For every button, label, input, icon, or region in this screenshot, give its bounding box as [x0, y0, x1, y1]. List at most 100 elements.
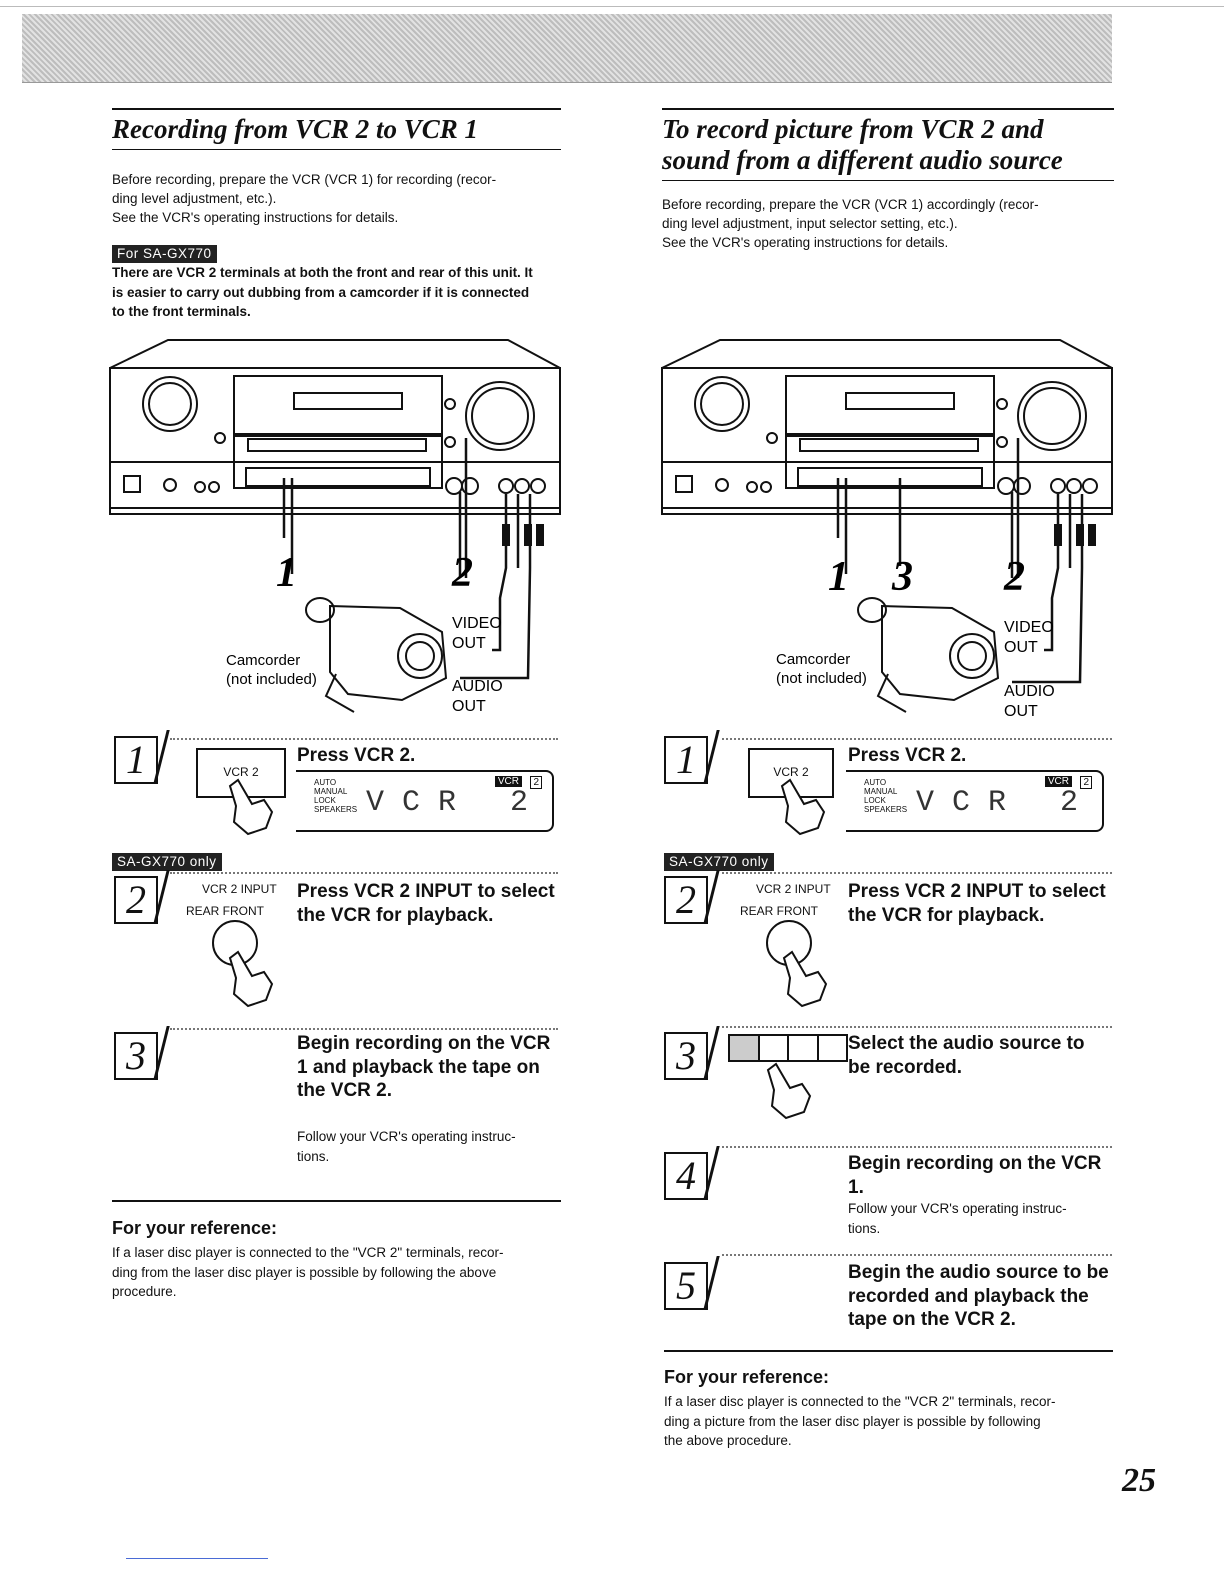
left-step-3-divider [170, 1028, 558, 1030]
left-title: Recording from VCR 2 to VCR 1 [112, 108, 561, 150]
right-label-3: 3 [891, 554, 913, 600]
right-step-4-number: 4 [664, 1152, 708, 1200]
right-column: To record picture from VCR 2 and sound f… [662, 108, 1114, 252]
left-rear-front-label: REAR FRONT [186, 904, 264, 918]
right-step-4-note: Follow your VCR's operating instruc- tio… [848, 1199, 1067, 1238]
right-step-1-text: Press VCR 2. [848, 745, 967, 766]
right-step-4-text-line-2: 1. [848, 1176, 864, 1198]
right-label-1: 1 [828, 554, 849, 600]
left-step-3-note-line-2: tions. [297, 1148, 330, 1164]
left-camcorder-label: Camcorder [226, 652, 300, 669]
right-video-label: VIDEO [1004, 619, 1054, 636]
left-reference-line-1: If a laser disc player is connected to t… [112, 1245, 504, 1260]
left-intro-line-1: Before recording, prepare the VCR (VCR 1… [112, 172, 497, 187]
left-reference-line-2: ding from the laser disc player is possi… [112, 1264, 497, 1280]
right-step-5-text-line-2: recorded and playback the [848, 1285, 1089, 1307]
left-step-3-text: Begin recording on the VCR 1 and playbac… [297, 1032, 561, 1103]
left-audio-out-label: OUT [452, 698, 486, 715]
left-label-1: 1 [276, 550, 297, 596]
right-rear-front-label: REAR FRONT [740, 904, 818, 918]
disp-2-indicator: 2 [1080, 776, 1092, 789]
right-camcorder-label: Camcorder [776, 651, 850, 668]
left-step-2-text: Press VCR 2 INPUT to select the VCR for … [297, 880, 555, 927]
disp-main: VCR 2 [366, 786, 547, 820]
left-step-3-text-line-3: the VCR 2. [297, 1080, 393, 1101]
right-step-4-note-line-2: tions. [848, 1220, 881, 1236]
left-reference-rule [112, 1200, 561, 1202]
left-label-2: 2 [451, 550, 473, 596]
disp-manual: MANUAL [864, 787, 898, 796]
left-column: Recording from VCR 2 to VCR 1 Before rec… [112, 108, 561, 322]
pressing-hand-icon [782, 950, 828, 1008]
left-display-panel: AUTO MANUAL LOCK SPEAKERS VCR 2 VCR 2 [296, 770, 554, 832]
right-reference-heading: For your reference: [664, 1367, 830, 1387]
right-reference-line-3: the above procedure. [664, 1433, 792, 1448]
left-step-3-note: Follow your VCR's operating instruc- tio… [297, 1127, 516, 1166]
right-audio-out-label: OUT [1004, 703, 1038, 720]
disp-speakers: SPEAKERS [314, 805, 358, 814]
left-reference-line-3: procedure. [112, 1284, 177, 1299]
right-reference-text: If a laser disc player is connected to t… [664, 1392, 1056, 1451]
disp-manual: MANUAL [314, 787, 348, 796]
right-intro-line-2: ding level adjustment, input selector se… [662, 216, 958, 231]
right-audio-label: AUDIO [1004, 683, 1055, 700]
right-step-3-text: Select the audio source to be recorded. [848, 1032, 1112, 1079]
left-intro-line-3: See the VCR's operating instructions for… [112, 210, 399, 225]
selector-button-4[interactable] [819, 1036, 847, 1060]
right-step-1-divider [722, 738, 1112, 740]
selector-button-3[interactable] [789, 1036, 819, 1060]
right-step-3-divider [722, 1026, 1112, 1028]
right-step-5-text-line-3: tape on the VCR 2. [848, 1309, 1016, 1330]
right-step-1-number: 1 [664, 736, 708, 784]
right-display-panel: AUTO MANUAL LOCK SPEAKERS VCR 2 VCR 2 [846, 770, 1104, 832]
left-front-note-1: There are VCR 2 terminals at both the fr… [112, 265, 533, 280]
left-step-2-text-line-1: Press VCR 2 INPUT to select [297, 881, 555, 902]
pressing-hand-icon [228, 778, 274, 836]
right-step-5-divider [722, 1254, 1112, 1256]
left-step-2-number: 2 [114, 876, 158, 924]
left-intro-line-2: ding level adjustment, etc.). [112, 191, 277, 206]
left-step-1-text: Press VCR 2. [297, 745, 416, 766]
right-step-2-divider [722, 872, 1112, 874]
right-step-4-note-line-1: Follow your VCR's operating instruc- [848, 1201, 1067, 1216]
left-audio-label: AUDIO [452, 678, 503, 695]
selector-button-2[interactable] [760, 1036, 789, 1060]
pressing-hand-icon [780, 778, 826, 836]
disp-vcr-indicator: VCR [494, 776, 522, 787]
left-front-note-2: is easier to carry out dubbing from a ca… [112, 284, 530, 300]
right-step-2-text-line-1: Press VCR 2 INPUT to select [848, 881, 1106, 902]
right-title-line-1: To record picture from VCR 2 and [662, 114, 1044, 144]
right-title: To record picture from VCR 2 and sound f… [662, 108, 1114, 181]
top-rule [0, 6, 1224, 7]
right-video-out-label: OUT [1004, 639, 1038, 656]
disp-main: VCR 2 [916, 786, 1097, 820]
header-banner [22, 14, 1112, 83]
disp-auto: AUTO [314, 778, 337, 787]
for-sa-gx770-tag: For SA-GX770 [112, 245, 217, 263]
right-label-2: 2 [1003, 554, 1025, 600]
disp-lock: LOCK [314, 796, 336, 805]
left-reference-heading: For your reference: [112, 1218, 278, 1238]
left-reference-text: If a laser disc player is connected to t… [112, 1243, 504, 1302]
footer-link-line [126, 1558, 268, 1559]
left-step-2-divider [170, 872, 558, 874]
disp-lock: LOCK [864, 796, 886, 805]
right-not-included-label: (not included) [776, 670, 867, 687]
right-intro-line-3: See the VCR's operating instructions for… [662, 235, 949, 250]
right-intro-line-1: Before recording, prepare the VCR (VCR 1… [662, 197, 1039, 212]
right-step-5-text-line-1: Begin the audio source to be [848, 1262, 1109, 1283]
pressing-hand-icon [228, 950, 274, 1008]
input-selector-buttons [728, 1034, 848, 1062]
left-sa-gx770-only-tag: SA-GX770 only [112, 853, 222, 871]
disp-auto: AUTO [864, 778, 887, 787]
left-connection-diagram: 1 2 VIDEO OUT AUDIO OUT Camcorder (not i… [109, 339, 561, 715]
right-step-4-text-line-1: Begin recording on the VCR [848, 1153, 1102, 1174]
right-step-4-text: Begin recording on the VCR 1. [848, 1152, 1101, 1199]
pressing-hand-icon [766, 1062, 812, 1120]
right-step-4-divider [722, 1146, 1112, 1148]
right-step-5-text: Begin the audio source to be recorded an… [848, 1261, 1112, 1332]
selector-button-1[interactable] [730, 1036, 760, 1060]
right-reference-line-2: ding a picture from the laser disc playe… [664, 1413, 1041, 1429]
right-step-2-text: Press VCR 2 INPUT to select the VCR for … [848, 880, 1106, 927]
right-step-2-number: 2 [664, 876, 708, 924]
